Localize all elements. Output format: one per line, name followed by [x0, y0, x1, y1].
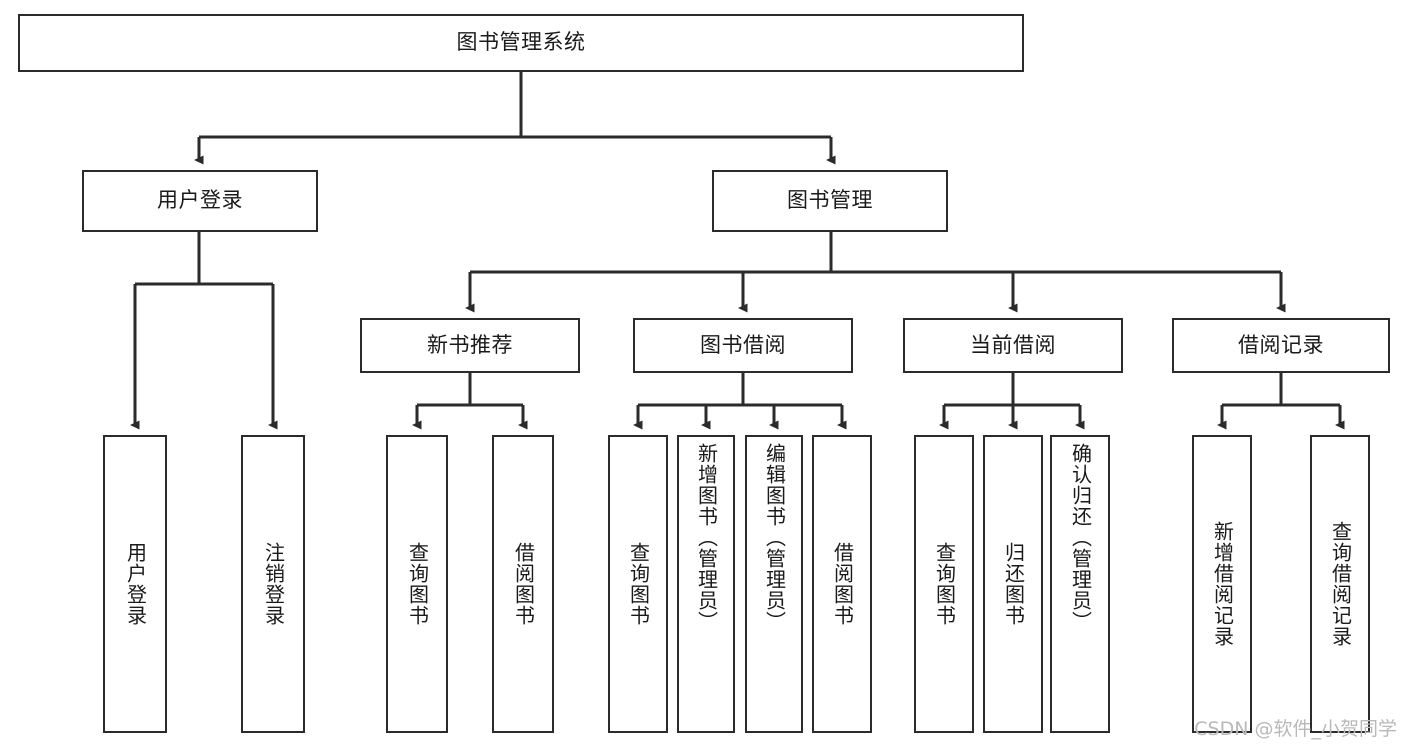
- node-leaf-query-record-label: 查询借阅记录: [1328, 521, 1353, 647]
- node-new-book-rec-label: 新书推荐: [427, 332, 513, 357]
- node-leaf-query-book-rec[interactable]: 查询图书: [386, 435, 448, 733]
- node-leaf-query-record[interactable]: 查询借阅记录: [1310, 435, 1370, 733]
- node-leaf-borrow-book-rec[interactable]: 借阅图书: [492, 435, 554, 733]
- node-leaf-logout-label: 注销登录: [261, 542, 286, 626]
- node-root[interactable]: 图书管理系统: [18, 14, 1024, 72]
- node-leaf-query-book-borrow[interactable]: 查询图书: [608, 435, 668, 733]
- node-user-login-label: 用户登录: [157, 188, 243, 213]
- node-leaf-query-book-current-label: 查询图书: [932, 542, 957, 626]
- node-current-borrow-label: 当前借阅: [970, 332, 1056, 357]
- node-leaf-borrow-book-label: 借阅图书: [830, 542, 855, 626]
- node-book-manage[interactable]: 图书管理: [712, 170, 948, 232]
- node-leaf-user-login-label: 用户登录: [123, 542, 148, 626]
- node-book-manage-label: 图书管理: [787, 188, 873, 213]
- node-root-label: 图书管理系统: [456, 30, 586, 55]
- node-leaf-edit-book-label: 编辑图书（管理员）: [762, 443, 787, 632]
- node-book-borrow[interactable]: 图书借阅: [633, 318, 853, 373]
- node-leaf-add-record[interactable]: 新增借阅记录: [1192, 435, 1252, 733]
- node-leaf-return-book-label: 归还图书: [1001, 542, 1026, 626]
- node-leaf-query-book-rec-label: 查询图书: [405, 542, 430, 626]
- node-leaf-query-book-current[interactable]: 查询图书: [914, 435, 974, 733]
- node-leaf-borrow-book[interactable]: 借阅图书: [812, 435, 872, 733]
- node-leaf-borrow-book-rec-label: 借阅图书: [511, 542, 536, 626]
- node-leaf-add-record-label: 新增借阅记录: [1210, 521, 1235, 647]
- node-user-login[interactable]: 用户登录: [82, 170, 318, 232]
- node-leaf-confirm-return[interactable]: 确认归还（管理员）: [1050, 435, 1110, 733]
- node-leaf-user-login[interactable]: 用户登录: [103, 435, 167, 733]
- node-leaf-return-book[interactable]: 归还图书: [983, 435, 1043, 733]
- node-new-book-rec[interactable]: 新书推荐: [360, 318, 580, 373]
- node-current-borrow[interactable]: 当前借阅: [903, 318, 1123, 373]
- node-borrow-record[interactable]: 借阅记录: [1172, 318, 1390, 373]
- node-leaf-edit-book[interactable]: 编辑图书（管理员）: [745, 435, 803, 733]
- node-leaf-add-book[interactable]: 新增图书（管理员）: [677, 435, 735, 733]
- node-borrow-record-label: 借阅记录: [1238, 332, 1324, 357]
- node-leaf-add-book-label: 新增图书（管理员）: [694, 443, 719, 632]
- node-leaf-confirm-return-label: 确认归还（管理员）: [1068, 443, 1093, 632]
- node-leaf-query-book-borrow-label: 查询图书: [626, 542, 651, 626]
- node-book-borrow-label: 图书借阅: [700, 332, 786, 357]
- node-leaf-logout[interactable]: 注销登录: [241, 435, 305, 733]
